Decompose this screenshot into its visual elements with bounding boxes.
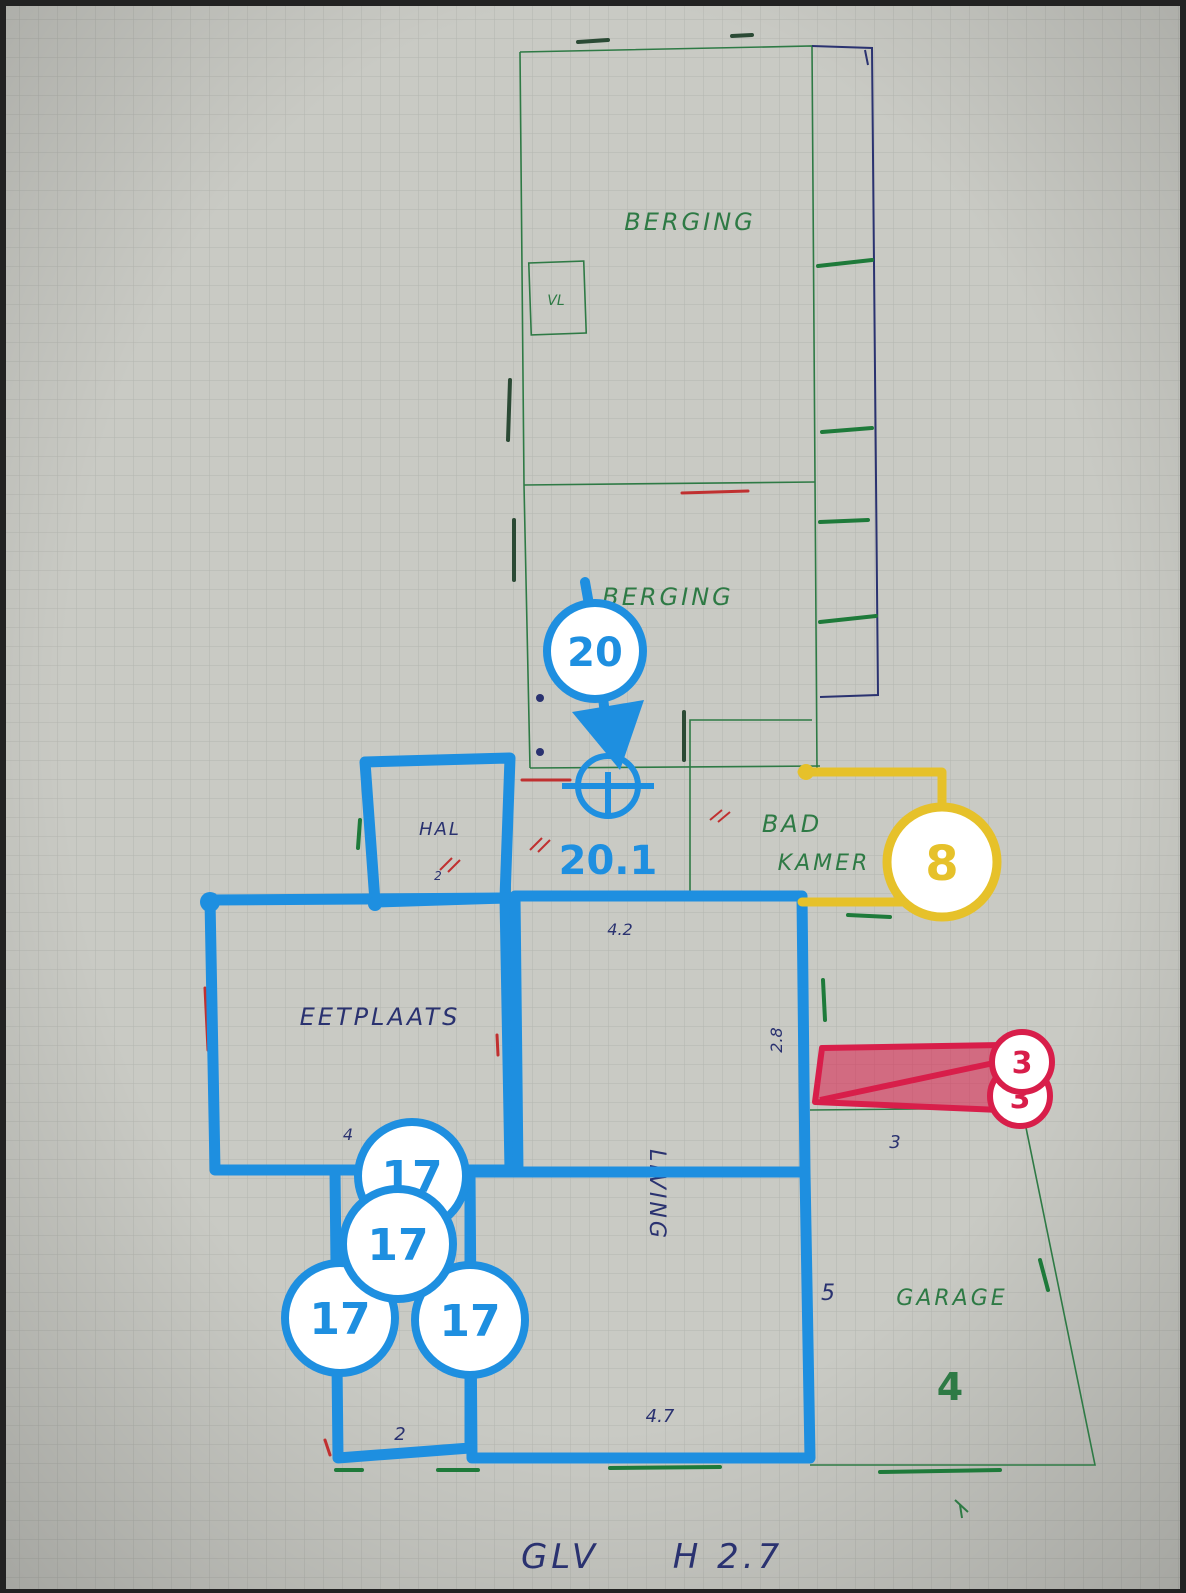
room-label-berging-top: BERGING	[624, 208, 756, 236]
room-label-bad: BAD	[762, 810, 822, 838]
dimension-hall: 2	[434, 869, 442, 883]
annotation-vertex-handle[interactable]	[798, 764, 814, 780]
dimension-2-8: 2.8	[767, 1027, 786, 1052]
room-label-eetplaats: EETPLAATS	[300, 1003, 461, 1031]
sketch-wall-ticks	[506, 33, 754, 762]
annotation-vertex-handle[interactable]	[368, 897, 382, 911]
marker-badge-17-right[interactable]: 17	[411, 1261, 529, 1379]
marker-badge-17-right-label: 17	[439, 1296, 500, 1347]
room-label-berging-bottom: BERGING	[602, 583, 734, 611]
room-label-living: LIVING	[644, 1149, 669, 1241]
marker-badge-20-label: 20	[567, 630, 623, 676]
dimension-4-2: 4.2	[607, 920, 632, 939]
marker-badge-8[interactable]: 8	[882, 802, 1002, 922]
garage-dimension: 4	[937, 1365, 963, 1409]
dimension-4-7: 4.7	[646, 1406, 675, 1427]
annotation-target-reticle[interactable]	[562, 753, 654, 819]
sketch-window-marks	[334, 258, 1050, 1474]
photo-shading	[6, 6, 1180, 1589]
annotation-arrow-head	[572, 700, 644, 770]
annotation-vertex-handle[interactable]	[200, 892, 220, 912]
marker-badge-3a-label: 3	[1012, 1046, 1033, 1081]
annotation-polygon-red[interactable]	[812, 1042, 1005, 1113]
room-label-vl: VL	[547, 293, 564, 309]
room-label-kamer: KAMER	[778, 851, 871, 876]
sketch-dot	[536, 748, 544, 756]
dimension-4: 4	[343, 1125, 353, 1144]
marker-badge-8-label: 8	[925, 836, 958, 892]
footer-floor-label: GLV	[521, 1537, 599, 1577]
sketch-outer-wall	[811, 45, 880, 698]
marker-badge-17-center[interactable]: 17	[339, 1185, 457, 1303]
room-label-garage: GARAGE	[896, 1286, 1007, 1311]
dimension-3: 3	[889, 1132, 900, 1153]
dimension-5: 5	[821, 1281, 835, 1306]
sketch-dot	[536, 694, 544, 702]
sketch-arrow-mark	[954, 1499, 969, 1519]
marker-label-20-1: 20.1	[559, 838, 658, 884]
dimension-2: 2	[394, 1424, 405, 1445]
marker-badge-20[interactable]: 20	[543, 599, 647, 703]
marker-badge-17-left-label: 17	[309, 1294, 370, 1345]
marker-badge-17-center-label: 17	[367, 1220, 428, 1271]
annotation-red-leader	[819, 1057, 1009, 1103]
room-label-hal: HAL	[419, 819, 461, 840]
sketch-tick	[864, 49, 869, 66]
marker-badge-3a[interactable]: 3	[989, 1029, 1055, 1095]
sketch-hatch-marks	[439, 809, 731, 873]
footer-height-label: H 2.7	[673, 1537, 783, 1577]
